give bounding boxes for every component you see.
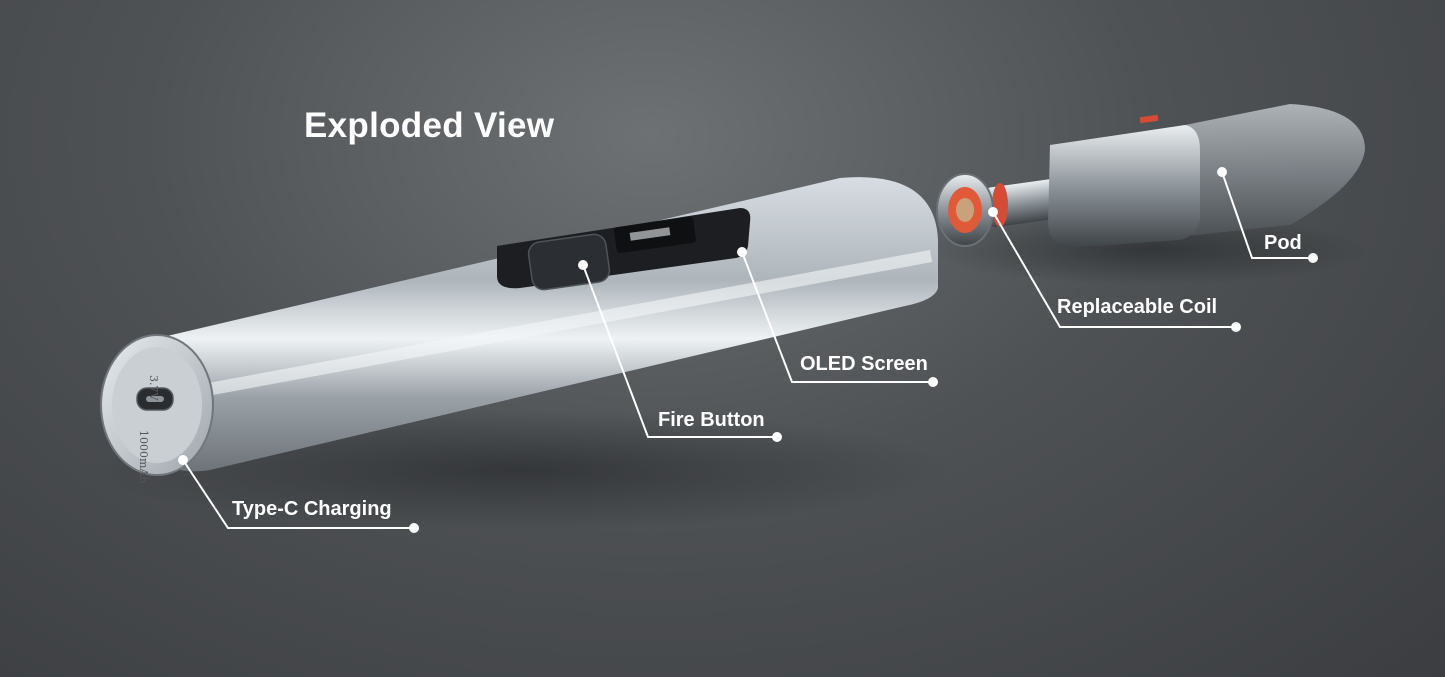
leader-typec [182,459,414,529]
dot-typec-end [409,523,419,533]
device-body-highlight [170,250,932,402]
fire-button [527,233,611,291]
usb-c-port-tongue [146,396,164,402]
callout-label-oled: OLED Screen [800,353,928,375]
pod-shadow [930,215,1370,285]
dot-pod-end [1308,253,1318,263]
callout-label-coil: Replaceable Coil [1057,296,1218,318]
coil-o-ring-1 [992,183,1008,227]
voltage-label: 3.7V [147,375,160,401]
callout-label-typec: Type-C Charging [232,498,392,520]
pod [1048,104,1365,248]
leader-fire [582,264,777,438]
callout-label-fire: Fire Button [658,409,765,431]
dot-fire-start [578,260,588,270]
leader-coil [992,211,1236,328]
coil-contact-center [956,198,974,222]
dot-coil-end [1231,322,1241,332]
callout-dots [178,167,1318,533]
leader-pod [1221,171,1313,259]
dot-pod-start [1217,167,1227,177]
callout-leaders [182,171,1313,529]
oled-readout [629,227,671,241]
dot-fire-end [772,432,782,442]
dot-typec-start [178,455,188,465]
pod-base [1048,125,1200,248]
dot-coil-start [988,207,998,217]
capacity-label: 1000mAh [137,430,150,483]
dot-oled-end [928,377,938,387]
leader-oled [741,251,933,383]
page-title: Exploded View [304,106,555,145]
pod-indicator [1139,114,1159,124]
dot-oled-start [737,247,747,257]
callout-label-pod: Pod [1264,232,1302,254]
